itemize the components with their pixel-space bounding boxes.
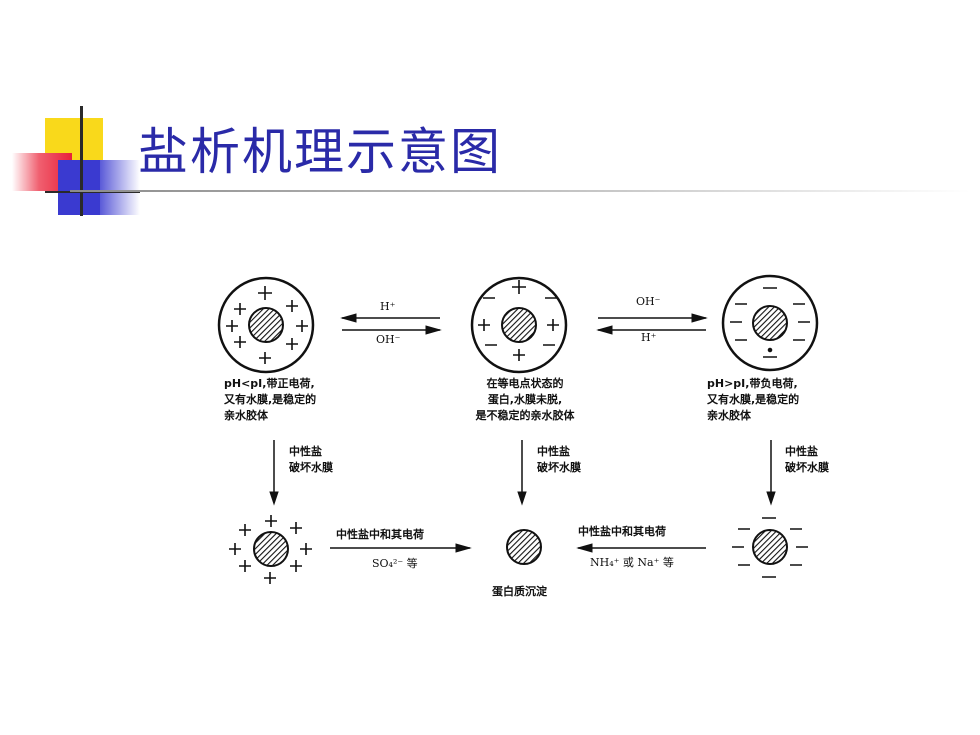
protein-precipitate: [506, 529, 542, 565]
state-desc-center-line3: 是不稳定的亲水胶体: [475, 409, 575, 422]
label-oh-minus-left: OH⁻: [376, 333, 401, 346]
vertical-arrow-center: [517, 440, 527, 506]
negative-colloid-top: [721, 274, 819, 372]
positive-colloid-top: [217, 276, 315, 374]
corner-blue-square: [58, 160, 100, 215]
state-desc-left-line1: pH<pI,带正电荷,: [224, 377, 315, 390]
vertical-label-center-line2: 破坏水膜: [537, 461, 581, 474]
state-desc-left: pH<pI,带正电荷, 又有水膜,是稳定的 亲水胶体: [224, 376, 316, 424]
label-oh-minus-right: OH⁻: [636, 295, 661, 308]
equilibrium-arrow-right: [596, 313, 708, 335]
label-sulfate: SO₄²⁻ 等: [372, 557, 418, 570]
state-desc-right-line1: pH>pI,带负电荷,: [707, 377, 798, 390]
label-ammonium-sodium: NH₄⁺ 或 Na⁺ 等: [590, 556, 674, 569]
neutralize-arrow-left: [330, 543, 472, 553]
title-underline: [70, 190, 970, 192]
state-desc-center-line2: 蛋白,水膜未脱,: [487, 393, 563, 406]
corner-vertical-line: [80, 106, 83, 216]
vertical-arrow-right: [766, 440, 776, 506]
state-desc-right-line2: 又有水膜,是稳定的: [707, 393, 800, 406]
vertical-label-left-line1: 中性盐: [289, 445, 322, 458]
equilibrium-arrow-left: [340, 313, 442, 335]
vertical-label-left: 中性盐 破坏水膜: [289, 444, 333, 476]
corner-blue-fade: [100, 160, 140, 215]
vertical-label-right: 中性盐 破坏水膜: [785, 444, 829, 476]
label-precipitate: 蛋白质沉淀: [492, 585, 547, 598]
label-neutralize-right: 中性盐中和其电荷: [578, 525, 666, 538]
vertical-label-right-line1: 中性盐: [785, 445, 818, 458]
positive-protein-bottom: [229, 515, 312, 584]
negative-protein-bottom: [732, 517, 808, 578]
corner-horizontal-line: [45, 191, 140, 193]
state-desc-center-line1: 在等电点状态的: [486, 377, 564, 390]
plus-charges: [226, 286, 308, 364]
slide-title: 盐析机理示意图: [138, 123, 502, 181]
isoelectric-colloid-top: [470, 276, 568, 374]
vertical-label-center-line1: 中性盐: [537, 445, 570, 458]
state-desc-left-line2: 又有水膜,是稳定的: [224, 393, 317, 406]
label-neutralize-left: 中性盐中和其电荷: [336, 528, 424, 541]
vertical-label-right-line2: 破坏水膜: [785, 461, 829, 474]
state-desc-center: 在等电点状态的 蛋白,水膜未脱, 是不稳定的亲水胶体: [455, 376, 595, 424]
vertical-arrow-left: [269, 440, 279, 506]
vertical-label-center: 中性盐 破坏水膜: [537, 444, 581, 476]
vertical-label-left-line2: 破坏水膜: [289, 461, 333, 474]
state-desc-left-line3: 亲水胶体: [224, 409, 268, 422]
label-h-plus-left: H⁺: [380, 300, 396, 313]
state-desc-right-line3: 亲水胶体: [707, 409, 751, 422]
label-h-plus-right: H⁺: [641, 331, 657, 344]
state-desc-right: pH>pI,带负电荷, 又有水膜,是稳定的 亲水胶体: [707, 376, 799, 424]
neutralize-arrow-right: [576, 543, 706, 553]
